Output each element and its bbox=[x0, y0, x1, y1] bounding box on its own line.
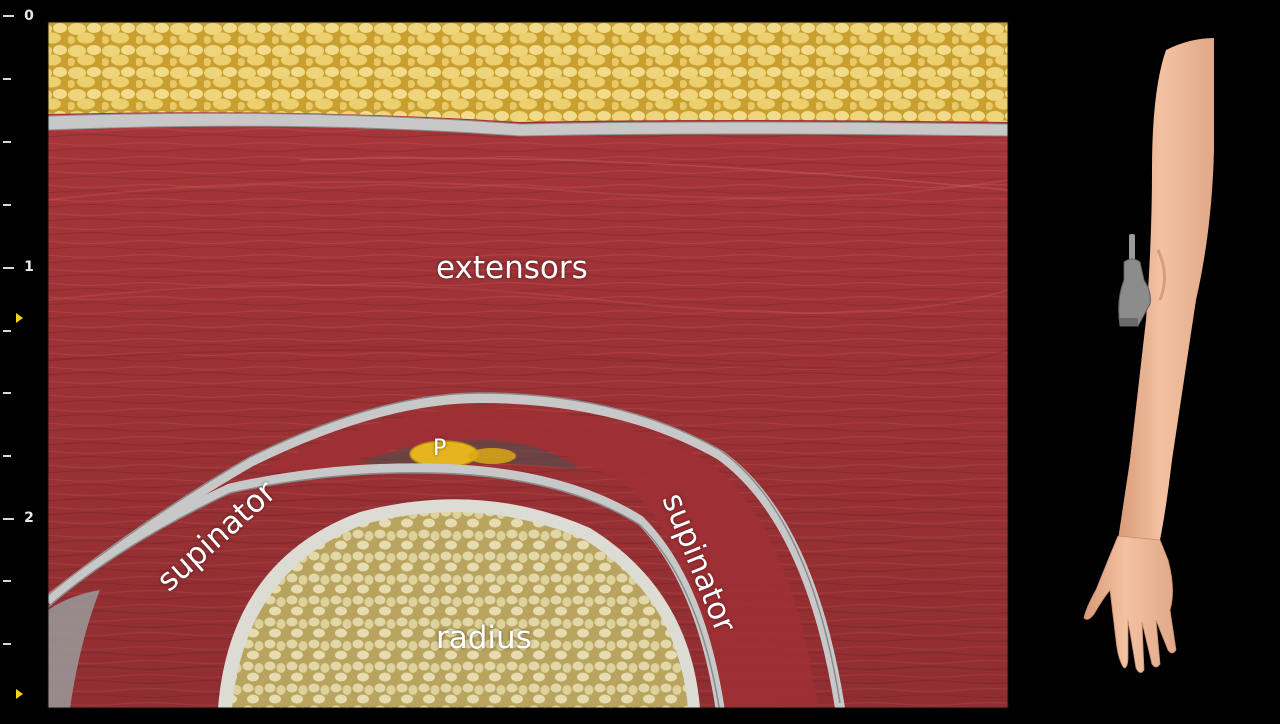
depth-tick bbox=[3, 518, 14, 520]
supinator-superficial-head bbox=[258, 408, 818, 708]
depth-tick bbox=[3, 15, 14, 17]
depth-label-1: 1 bbox=[24, 259, 34, 275]
subcutaneous-fat bbox=[48, 22, 1008, 122]
label-extensors: extensors bbox=[436, 250, 588, 286]
arm-illustration bbox=[1020, 0, 1280, 720]
depth-label-0: 0 bbox=[24, 8, 34, 24]
arm-svg bbox=[1083, 38, 1214, 673]
deep-fascia-outer bbox=[48, 392, 845, 708]
superficial-fascia bbox=[48, 112, 1008, 137]
deep-fascia-inner bbox=[48, 463, 725, 708]
focus-marker-icon bbox=[16, 313, 23, 323]
depth-tick bbox=[3, 643, 11, 645]
depth-tick bbox=[3, 204, 11, 206]
anatomy-svg bbox=[47, 21, 1009, 709]
depth-label-2: 2 bbox=[24, 510, 34, 526]
ultrasound-probe-icon bbox=[1118, 234, 1151, 327]
radius-bone bbox=[232, 512, 688, 708]
depth-tick bbox=[3, 455, 11, 457]
label-radius: radius bbox=[436, 620, 532, 656]
depth-scale: 0 1 2 bbox=[0, 0, 44, 720]
depth-tick bbox=[3, 267, 14, 269]
focus-marker-icon bbox=[16, 689, 23, 699]
depth-tick bbox=[3, 78, 11, 80]
hand bbox=[1083, 535, 1177, 673]
label-posterior-interosseous-nerve: P bbox=[433, 436, 447, 461]
depth-tick bbox=[3, 141, 11, 143]
forearm bbox=[1118, 38, 1214, 540]
depth-tick bbox=[3, 330, 11, 332]
ultrasound-illustration: extensors P supinator supinator radius bbox=[47, 21, 1009, 709]
depth-tick bbox=[3, 580, 11, 582]
depth-tick bbox=[3, 392, 11, 394]
